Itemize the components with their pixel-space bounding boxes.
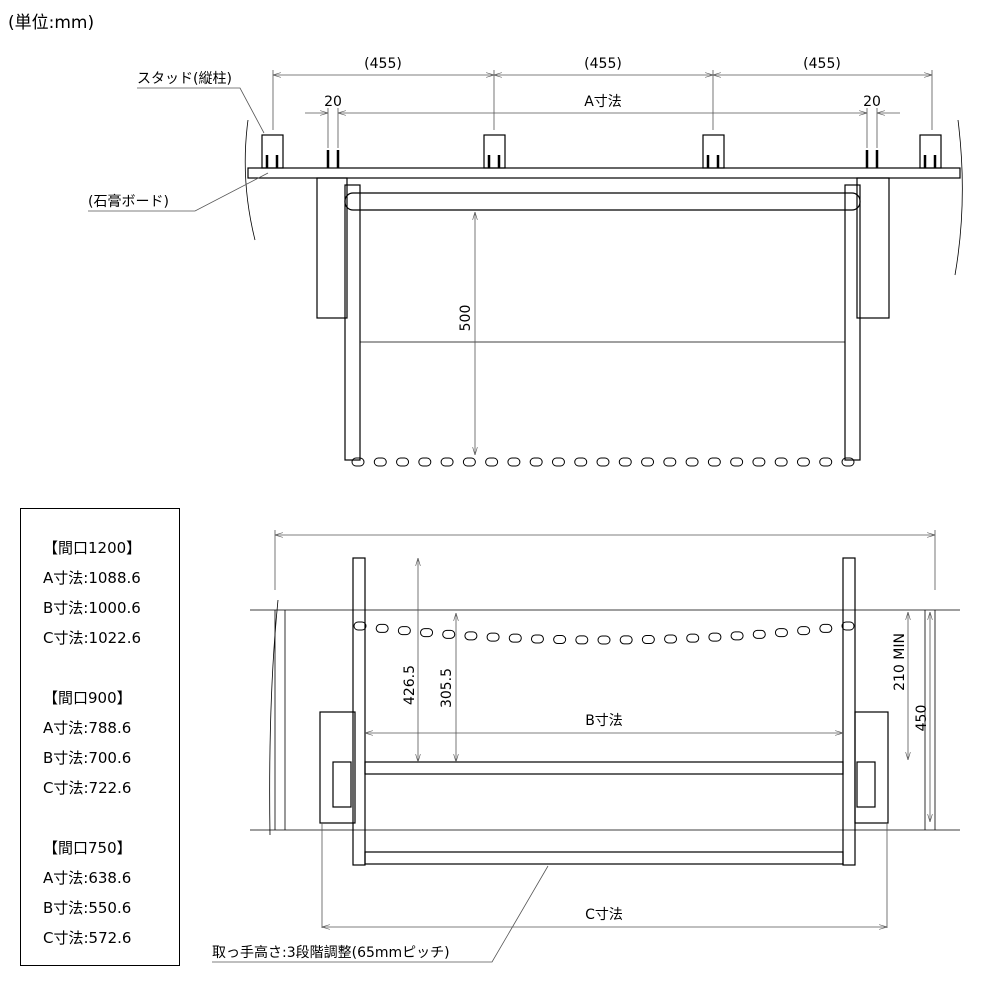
b-dim-label: B寸法: [585, 713, 623, 729]
chain-link: [686, 633, 700, 643]
dim-305-5: 305.5: [439, 668, 455, 708]
chain-link: [841, 457, 855, 467]
chain-link: [575, 635, 589, 645]
spec-line: B寸法:1000.6: [43, 599, 141, 617]
chain-link: [707, 457, 721, 467]
chain-link: [373, 457, 387, 467]
chain-link: [462, 457, 476, 467]
chain-link: [420, 628, 434, 638]
chain-link: [551, 457, 565, 467]
dim-426-5: 426.5: [402, 665, 418, 705]
bracket-left: [316, 177, 348, 319]
wall-bracket-left: [319, 711, 356, 824]
spec-line: B寸法:700.6: [43, 749, 132, 767]
chain-link: [774, 628, 788, 638]
chain-link: [396, 457, 410, 467]
chain-link: [752, 629, 766, 639]
chain-link: [685, 457, 699, 467]
chain-link: [418, 457, 432, 467]
chain-link: [664, 634, 678, 644]
chain-link: [774, 457, 788, 467]
height-dim: 450: [914, 705, 930, 732]
chain-link: [553, 635, 567, 645]
chain-link: [618, 457, 632, 467]
chain-link: [663, 457, 677, 467]
spec-line: A寸法:788.6: [43, 719, 132, 737]
chain-link: [440, 457, 454, 467]
min-dim: 210 MIN: [892, 633, 908, 691]
offset-left-dim: 20: [324, 94, 342, 110]
pitch-dim-2: (455): [584, 56, 622, 72]
chain-link: [508, 633, 522, 643]
chain-link: [397, 626, 411, 636]
spec-line: C寸法:1022.6: [43, 629, 142, 647]
chain-link: [574, 457, 588, 467]
chain-top: [351, 457, 855, 467]
chain-front: [353, 621, 855, 645]
bracket-right: [856, 177, 890, 319]
c-dim-label: C寸法: [585, 907, 623, 923]
chain-link: [796, 457, 810, 467]
chain-link: [797, 626, 811, 636]
wall-bracket-right: [854, 711, 889, 824]
offset-right-dim: 20: [863, 94, 881, 110]
pitch-dim-1: (455): [364, 56, 402, 72]
chain-link: [442, 629, 456, 639]
depth-dim: 500: [458, 305, 474, 332]
adjuster-left: [332, 761, 352, 808]
chain-link: [819, 623, 833, 633]
adjuster-right: [856, 761, 876, 808]
spec-line: C寸法:722.6: [43, 779, 132, 797]
chain-link: [485, 457, 499, 467]
post-right: [842, 557, 856, 866]
stud-label: スタッド(縦柱): [137, 71, 232, 87]
chain-link: [841, 621, 855, 631]
handle-bar-upper: [364, 761, 844, 775]
chain-link: [464, 631, 478, 641]
spec-line: C寸法:572.6: [43, 929, 132, 947]
break-line-right: [954, 119, 963, 276]
gypsum-board: [247, 167, 961, 179]
handle-bar: [344, 192, 861, 211]
spec-line: A寸法:638.6: [43, 869, 132, 887]
studs: [261, 134, 942, 169]
chain-link: [507, 457, 521, 467]
chain-link: [641, 457, 655, 467]
chain-link: [641, 635, 655, 645]
break-line-left: [244, 119, 256, 241]
chain-link: [375, 623, 389, 633]
chain-link: [730, 457, 744, 467]
chain-link: [819, 457, 833, 467]
chain-link: [530, 634, 544, 644]
spec-line: B寸法:550.6: [43, 899, 132, 917]
chain-link: [730, 631, 744, 641]
spec-title: 【間口1200】: [43, 539, 142, 557]
chain-link: [597, 635, 611, 645]
spec-title: 【間口900】: [43, 689, 132, 707]
pitch-dim-3: (455): [803, 56, 841, 72]
chain-link: [596, 457, 610, 467]
chain-link: [619, 635, 633, 645]
spec-title: 【間口750】: [43, 839, 132, 857]
chain-link: [708, 632, 722, 642]
a-dim-label: A寸法: [584, 94, 622, 110]
spec-line: A寸法:1088.6: [43, 569, 141, 587]
handle-bar-lower: [364, 851, 844, 865]
unit-label: (単位:mm): [8, 13, 95, 33]
front-view: B寸法 C寸法 426.5 305.5 210 MIN 450 取っ手高さ:3段…: [212, 530, 960, 963]
top-view: (455) (455) (455) 20 20 A寸法 スタッド(縦柱) (石膏…: [88, 56, 963, 467]
chain-link: [752, 457, 766, 467]
chain-link: [486, 632, 500, 642]
chain-link: [351, 457, 365, 467]
gypsum-board-label: (石膏ボード): [88, 193, 169, 210]
frame-rail-right: [844, 184, 861, 461]
chain-link: [353, 621, 367, 631]
chain-link: [529, 457, 543, 467]
handle-note: 取っ手高さ:3段階調整(65mmピッチ): [212, 944, 450, 961]
